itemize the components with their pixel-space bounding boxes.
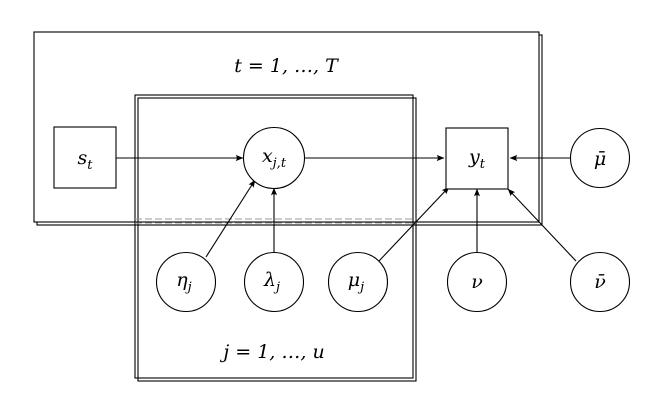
svg-text:λj: λj: [263, 269, 280, 295]
edge-eta-to-x: [205, 179, 256, 258]
node-nu: ν: [446, 251, 508, 313]
inner-plate: [134, 94, 417, 382]
node-eta-j: ηj: [155, 251, 217, 313]
node-mu-j: μj: [327, 251, 389, 313]
edge-mu-to-y: [378, 186, 450, 262]
svg-text:ν̄: ν̄: [594, 271, 606, 293]
outer-plate-label: t = 1, …, T: [234, 55, 339, 77]
node-y-t: yt: [445, 127, 509, 190]
svg-text:μ̄: μ̄: [594, 148, 606, 170]
node-s-t: st: [53, 126, 117, 189]
node-x-jt: xj,t: [242, 126, 306, 190]
svg-text:xj,t: xj,t: [262, 145, 287, 171]
node-mu-bar: μ̄: [569, 127, 631, 189]
edges: [116, 154, 577, 262]
svg-text:μj: μj: [348, 269, 364, 295]
svg-text:st: st: [78, 147, 94, 173]
plate-overlap-dashes: [135, 218, 416, 224]
inner-plate-label: j = 1, …, u: [219, 341, 324, 363]
svg-text:ηj: ηj: [176, 269, 191, 295]
node-lambda-j: λj: [243, 251, 305, 313]
node-nu-bar: ν̄: [569, 251, 631, 313]
svg-text:yt: yt: [468, 146, 486, 172]
edge-nubar-to-y: [507, 188, 577, 262]
svg-text:ν: ν: [471, 271, 483, 293]
